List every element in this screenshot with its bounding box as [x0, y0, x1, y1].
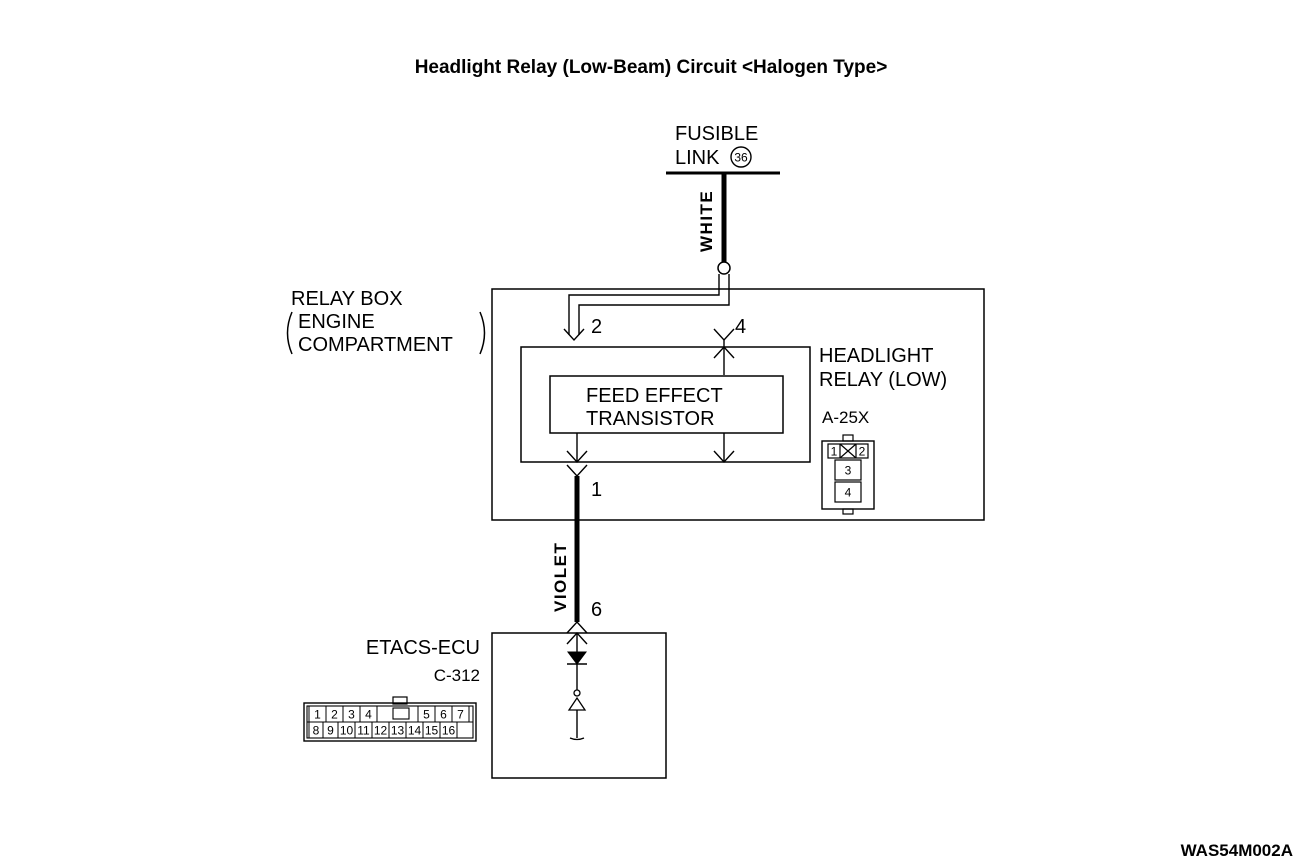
transistor-switch-symbol: [567, 696, 587, 711]
headlight-relay-label-line2: RELAY (LOW): [819, 369, 947, 391]
relay-box-paren-right: [479, 311, 486, 355]
etacs-connector-pin-13: 13: [391, 724, 405, 738]
relay-box-outline: [491, 288, 985, 521]
relay-connector-row1: [827, 443, 869, 459]
etacs-connector-cell: [439, 721, 458, 739]
branch-wire-outer: [568, 274, 720, 335]
etacs-ecu-label: ETACS-ECU: [366, 637, 480, 659]
white-wire-color-label: WHITE: [697, 190, 716, 252]
relay-connector-bottom-key: [842, 508, 854, 515]
relay-connector-unused-cross-b: [839, 443, 857, 459]
relay-pin-1-mark: [566, 450, 588, 464]
splice-point: [717, 261, 731, 275]
relay-box-paren-left: [286, 311, 293, 355]
etacs-connector-pin-3: 3: [348, 708, 355, 722]
terminal-4-label: 4: [735, 316, 746, 338]
relay-connector-cell-4: [834, 481, 862, 503]
etacs-connector-pin-16: 16: [442, 724, 456, 738]
etacs-connector-pin-4: 4: [365, 708, 372, 722]
transistor-box: [549, 375, 784, 434]
etacs-connector-pin-8: 8: [313, 724, 320, 738]
headlight-relay-label-line1: HEADLIGHT: [819, 345, 933, 367]
figure-code: WAS54M002A: [1181, 841, 1293, 860]
relay-connector-pin-1: 1: [831, 445, 838, 459]
fusible-link-label-line2: LINK: [675, 147, 720, 169]
relay-connector-pin-2: 2: [859, 445, 866, 459]
terminal-2-label: 2: [591, 316, 602, 338]
etacs-connector-pin-1: 1: [314, 708, 321, 722]
transistor-label-line1: FEED EFFECT: [586, 385, 723, 407]
relay-pin-4-mark: [713, 345, 735, 359]
etacs-connector-pin-7: 7: [457, 708, 464, 722]
etacs-connector-pin-10: 10: [340, 724, 354, 738]
etacs-connector-pin-14: 14: [408, 724, 422, 738]
headlight-relay-box: [520, 346, 811, 463]
relay-box-label-line1: RELAY BOX: [291, 288, 403, 310]
relay-internal-arrow: [713, 450, 735, 464]
etacs-connector-pin-11: 11: [357, 724, 370, 738]
branch-wire-inner: [578, 274, 730, 335]
etacs-connector-pin-6: 6: [440, 708, 447, 722]
ground-mark: [569, 737, 585, 741]
etacs-connector-pin-9: 9: [327, 724, 334, 738]
etacs-connector-outline: [303, 702, 477, 742]
relay-connector-pin-4: 4: [845, 486, 852, 500]
transistor-label-line2: TRANSISTOR: [586, 408, 715, 430]
relay-connector-top-key: [842, 434, 854, 442]
etacs-connector-key: [392, 696, 408, 705]
etacs-ecu-box: [491, 632, 667, 779]
relay-box-label-line3: COMPARTMENT: [298, 334, 453, 356]
etacs-connector-id: C-312: [434, 666, 480, 685]
terminal-1-connector-mark: [566, 464, 588, 478]
terminal-4-connector-mark: [713, 328, 735, 342]
relay-connector-id: A-25X: [822, 408, 869, 427]
etacs-connector-pin-2: 2: [331, 708, 338, 722]
etacs-connector-pin-12: 12: [374, 724, 388, 738]
terminal-1-label: 1: [591, 479, 602, 501]
terminal-6-connector-mark: [566, 620, 588, 634]
terminal-6-label: 6: [591, 599, 602, 621]
etacs-connector-pin-15: 15: [425, 724, 439, 738]
relay-connector-pin-3: 3: [845, 464, 852, 478]
fusible-link-number-circle: [730, 146, 752, 168]
fusible-link-label-line1: FUSIBLE: [675, 123, 758, 145]
diagram-title: Headlight Relay (Low-Beam) Circuit <Halo…: [415, 57, 888, 78]
diode-symbol: [567, 651, 587, 665]
terminal-2-connector-mark: [563, 328, 585, 342]
relay-connector-cell-3: [834, 459, 862, 481]
violet-wire-color-label: VIOLET: [551, 542, 570, 612]
fusible-link-number: 36: [734, 151, 748, 165]
etacs-connector-latch: [392, 707, 410, 720]
etacs-connector-pin-5: 5: [423, 708, 430, 722]
etacs-connector-cell: [451, 705, 470, 723]
switch-contact: [573, 689, 581, 697]
relay-box-label-line2: ENGINE: [298, 311, 375, 333]
